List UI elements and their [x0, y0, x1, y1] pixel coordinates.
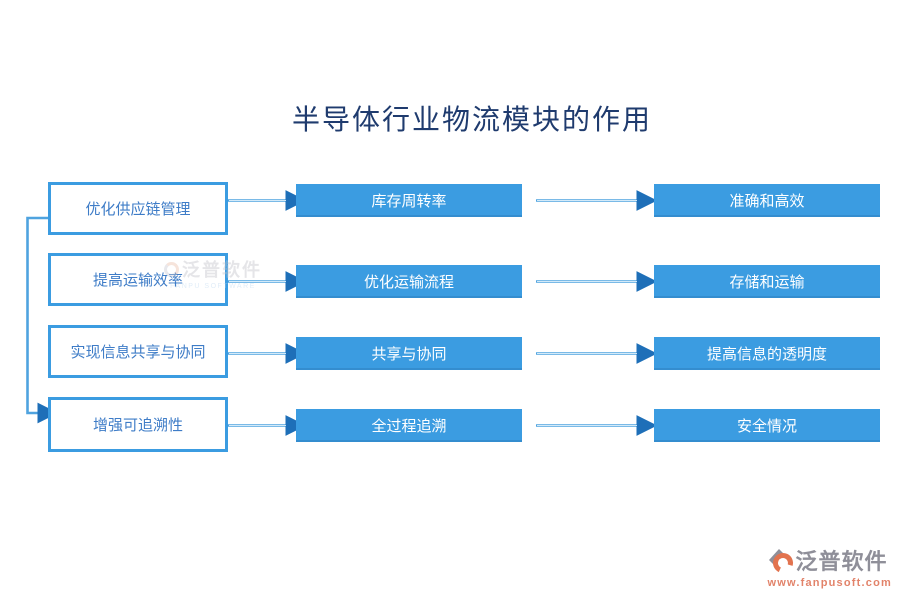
fanpu-watermark-icon: [164, 261, 179, 277]
right-node: 安全情况: [654, 409, 880, 442]
right-node-label: 提高信息的透明度: [706, 346, 827, 363]
middle-node: 库存周转率: [296, 184, 522, 217]
left-node: 增强可追溯性: [48, 397, 228, 452]
middle-node-label: 全过程追溯: [371, 418, 447, 435]
fanpu-watermark: 泛普软件 FANPU SOFTWARE: [164, 256, 262, 290]
left-node-label: 提高运输效率: [92, 272, 183, 289]
brand-name: 泛普软件: [795, 549, 888, 574]
left-node: 实现信息共享与协同: [48, 325, 228, 378]
left-node: 优化供应链管理: [48, 182, 228, 235]
right-node-label: 安全情况: [736, 418, 797, 435]
left-node-label: 实现信息共享与协同: [70, 344, 206, 361]
fanpu-logo-icon: [768, 549, 793, 573]
left-node: 提高运输效率: [48, 253, 228, 306]
middle-node-label: 库存周转率: [371, 193, 447, 210]
watermark-subtext: FANPU SOFTWARE: [170, 283, 256, 290]
middle-node: 共享与协同: [296, 337, 522, 370]
middle-node: 优化运输流程: [296, 265, 522, 298]
middle-node: 全过程追溯: [296, 409, 522, 442]
middle-node-label: 优化运输流程: [363, 274, 454, 291]
right-node: 准确和高效: [654, 184, 880, 217]
left-node-label: 优化供应链管理: [85, 201, 191, 218]
fanpu-brand: 泛普软件 www.fanpusoft.com: [768, 544, 893, 589]
page-title: 半导体行业物流模块的作用: [291, 105, 652, 136]
middle-node-label: 共享与协同: [371, 346, 447, 363]
right-node-label: 准确和高效: [729, 193, 805, 210]
right-node-label: 存储和运输: [729, 274, 805, 291]
right-node: 提高信息的透明度: [654, 337, 880, 370]
brand-url: www.fanpusoft.com: [767, 577, 892, 589]
watermark-text: 泛普软件: [182, 260, 262, 280]
right-node: 存储和运输: [654, 265, 880, 298]
left-node-label: 增强可追溯性: [92, 417, 183, 434]
